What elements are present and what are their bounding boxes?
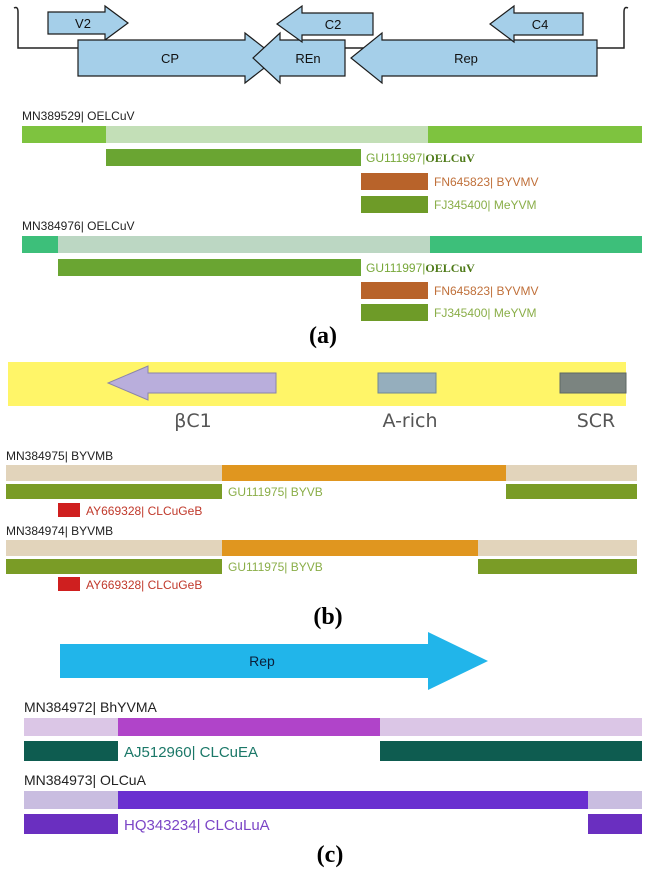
parent-label: GU111997|OELCuV: [366, 261, 475, 275]
segment-major: [478, 540, 637, 556]
segment-major: [506, 465, 637, 481]
parent-label: HQ343234| CLCuLuA: [124, 817, 270, 834]
parent-bar: [361, 304, 428, 321]
rep-label: Rep: [454, 51, 478, 66]
segment-major: [428, 126, 642, 143]
c4-label: C4: [532, 17, 549, 32]
parent-bar: [478, 559, 637, 574]
isolate-label: MN384976| OELCuV: [22, 219, 135, 233]
v2-label: V2: [75, 16, 91, 31]
c2-arrow: C2: [275, 4, 374, 44]
ren-arrow: REn: [252, 31, 346, 85]
a-rich-box: [377, 372, 437, 394]
parent-bar: [361, 282, 428, 299]
segment-major: [430, 236, 642, 253]
c4-arrow: C4: [489, 4, 584, 44]
segment-major: [22, 126, 106, 143]
segment-major: [22, 236, 58, 253]
panel-a-label: (a): [309, 323, 337, 349]
parent-bar: [6, 484, 222, 499]
parent-bar: [24, 814, 118, 834]
segment-major: [6, 540, 222, 556]
bc1-arrow: [106, 365, 277, 401]
panel-c: Rep MN384972| BhYVMA AJ512960| CLCuEA MN…: [24, 632, 642, 868]
segment-major: [588, 791, 642, 809]
parent-label: GU111997|OELCuV: [366, 151, 475, 165]
isolate-label: MN384974| BYVMB: [6, 524, 113, 538]
recombinant-mn384973: MN384973| OLCuA HQ343234| CLCuLuA: [24, 772, 642, 834]
cp-label: CP: [161, 51, 179, 66]
parent-bar: [58, 503, 80, 517]
parent-label: FJ345400| MeYVM: [434, 306, 537, 320]
segment-major: [380, 718, 642, 736]
recombinant-mn384972: MN384972| BhYVMA AJ512960| CLCuEA: [24, 699, 642, 761]
rep-arrow: Rep: [350, 31, 598, 85]
parent-label: GU111975| BYVB: [228, 560, 323, 574]
isolate-label: MN384973| OLCuA: [24, 772, 147, 788]
parent-bar: [58, 577, 80, 591]
panel-a: V2 CP REn C2 Rep C4 MN389529| OELCuV: [13, 4, 642, 349]
scr-label: SCR: [577, 410, 616, 432]
segment-recombinant: [58, 236, 430, 253]
parent-label: FJ345400| MeYVM: [434, 198, 537, 212]
isolate-label: MN384972| BhYVMA: [24, 699, 157, 715]
a-rich-label: A-rich: [382, 410, 437, 432]
recombinant-mn384975: MN384975| BYVMB GU111975| BYVB AY669328|…: [6, 449, 637, 518]
parent-bar: [361, 173, 428, 190]
isolate-label: MN389529| OELCuV: [22, 109, 135, 123]
parent-bar: [506, 484, 637, 499]
segment-recombinant: [118, 791, 588, 809]
parent-bar: [58, 259, 361, 276]
parent-bar: [106, 149, 361, 166]
segment-recombinant: [222, 465, 506, 481]
parent-label: GU111975| BYVB: [228, 485, 323, 499]
c2-label: C2: [325, 17, 342, 32]
segment-recombinant: [222, 540, 478, 556]
parent-label: FN645823| BYVMV: [434, 284, 539, 298]
segment-recombinant: [118, 718, 380, 736]
segment-major: [24, 791, 118, 809]
betasatellite-map: [8, 362, 626, 406]
parent-bar: [588, 814, 642, 834]
ren-label: REn: [295, 51, 320, 66]
parent-bar: [24, 741, 118, 761]
segment-major: [24, 718, 118, 736]
parent-label: FN645823| BYVMV: [434, 175, 539, 189]
parent-bar: [380, 741, 642, 761]
panel-c-label: (c): [317, 842, 344, 868]
rep-gene-arrow: [60, 632, 488, 690]
v2-arrow: V2: [47, 4, 130, 42]
parent-bar: [6, 559, 222, 574]
scr-box: [559, 372, 627, 394]
recombinant-mn384974: MN384974| BYVMB GU111975| BYVB AY669328|…: [6, 524, 637, 592]
bc1-label: βC1: [174, 410, 211, 432]
cp-arrow: CP: [77, 31, 278, 85]
segment-recombinant: [106, 126, 428, 143]
parent-label: AY669328| CLCuGeB: [86, 504, 202, 518]
recombinant-mn384976: MN384976| OELCuV GU111997|OELCuV FN64582…: [22, 219, 642, 321]
segment-major: [6, 465, 222, 481]
isolate-label: MN384975| BYVMB: [6, 449, 113, 463]
parent-label: AJ512960| CLCuEA: [124, 744, 258, 761]
parent-label: AY669328| CLCuGeB: [86, 578, 202, 592]
panel-b: βC1 A-rich SCR MN384975| BYVMB GU111975|…: [6, 362, 637, 630]
panel-b-label: (b): [313, 604, 342, 630]
recombinant-mn389529: MN389529| OELCuV GU111997|OELCuV FN64582…: [22, 109, 642, 213]
parent-bar: [361, 196, 428, 213]
rep-gene-label: Rep: [249, 653, 275, 669]
